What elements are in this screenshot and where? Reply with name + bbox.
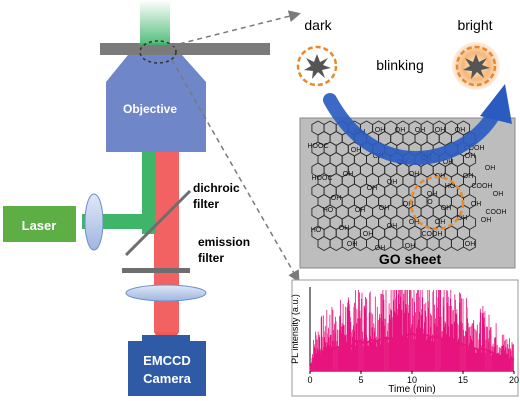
arrow-head-icon: [480, 84, 512, 124]
camera-label-2: Camera: [143, 371, 191, 386]
x-axis-label: Time (min): [388, 384, 435, 395]
functional-group-label: OH: [465, 153, 476, 160]
functional-group-label: OH: [355, 207, 366, 214]
pl-chart: 0 5 10 15 20 PL intensity (a.u.) Time (min): [290, 279, 519, 397]
functional-group-label: OH: [415, 127, 426, 134]
emission-glow: [140, 0, 170, 45]
functional-group-label: OH: [485, 165, 496, 172]
pl-trace: [309, 290, 515, 371]
dark-star-icon: [304, 54, 331, 79]
blinking-label: blinking: [376, 57, 423, 73]
functional-group-label: OH: [343, 171, 354, 178]
blinking-arrow: [323, 84, 512, 165]
laser: Laser: [3, 206, 76, 242]
y-axis-label: PL intensity (a.u.): [290, 294, 300, 364]
x-tick-label: 5: [358, 375, 363, 385]
dark-label: dark: [304, 17, 332, 33]
functional-group-label: OH: [375, 127, 386, 134]
trace-baseline: [309, 331, 515, 370]
functional-group-label: OH: [481, 217, 492, 224]
x-ticks: 0 5 10 15 20: [307, 371, 519, 385]
functional-group-label: OH: [331, 195, 342, 202]
functional-group-label: HO: [323, 207, 334, 214]
lens-vertical: [84, 193, 104, 251]
functional-group-label: OH: [403, 201, 414, 208]
functional-group-label: OH: [471, 201, 482, 208]
objective: Objective: [106, 55, 206, 152]
green-beam-vertical: [142, 152, 156, 234]
functional-group-label: OH: [339, 225, 350, 232]
emitter-site: [409, 175, 465, 231]
functional-group-label: COOH: [464, 145, 485, 152]
bright-emitter: [452, 42, 500, 90]
functional-group-label: OH: [443, 159, 454, 166]
dichroic-label-1: dichroic: [193, 181, 240, 195]
functional-group-label: OH: [409, 171, 420, 178]
objective-label: Objective: [123, 102, 177, 116]
graphene-lattice: [311, 120, 477, 252]
functional-group-label: OH: [375, 245, 386, 252]
functional-group-label: OH: [367, 185, 378, 192]
functional-group-label: OH: [463, 173, 474, 180]
functional-group-label: OH: [457, 215, 468, 222]
emission-label-2: filter: [198, 251, 224, 265]
functional-group-label: O: [427, 199, 433, 206]
functional-group-label: OH: [405, 243, 416, 250]
functional-group-label: OH: [409, 219, 420, 226]
emission-filter: [122, 268, 190, 273]
functional-group-label: OH: [441, 205, 452, 212]
functional-group-label: OH: [363, 231, 374, 238]
zoom-region: [139, 40, 177, 64]
lattice-hexagon: [463, 235, 477, 252]
zoom-arrow-top: [170, 10, 301, 47]
functional-group-label: COOH: [486, 209, 507, 216]
functional-group-label: HO: [445, 183, 456, 190]
x-tick-label: 10: [407, 375, 417, 385]
dichroic-label-2: filter: [193, 197, 219, 211]
bright-star-icon: [463, 54, 490, 79]
functional-group-label: HOOC: [312, 175, 333, 182]
functional-group-label: OH: [379, 205, 390, 212]
functional-group-label: OH: [351, 147, 362, 154]
functional-group-label: OH: [387, 179, 398, 186]
functional-group-label: OH: [387, 223, 398, 230]
emccd-camera: EMCCD Camera: [128, 335, 206, 396]
x-tick-label: 20: [509, 375, 519, 385]
go-sheet-label: GO sheet: [379, 251, 442, 267]
bright-label: bright: [457, 17, 492, 33]
functional-group-label: OH: [455, 127, 466, 134]
emission-label-1: emission: [198, 235, 250, 249]
functional-group-label: HO: [311, 227, 322, 234]
camera-label-1: EMCCD: [143, 353, 191, 368]
x-tick-label: 0: [307, 375, 312, 385]
functional-group-label: OH: [395, 127, 406, 134]
x-tick-label: 15: [458, 375, 468, 385]
functional-group-label: OH: [465, 241, 476, 248]
functional-group-label: OH: [435, 127, 446, 134]
dichroic-mirror: [124, 189, 192, 257]
functional-group-label: OH: [435, 219, 446, 226]
dark-emitter: [296, 45, 338, 87]
functional-group-label: OH: [347, 241, 358, 248]
laser-label: Laser: [22, 218, 57, 233]
red-beam: [154, 152, 179, 332]
functional-group-label: OH: [493, 191, 504, 198]
functional-group-label: COOH: [422, 231, 443, 238]
functional-group-label: OH: [427, 191, 438, 198]
functional-group-label: COOH: [472, 183, 493, 190]
functional-group-label: HOOC: [308, 143, 329, 150]
zoom-arrow-bottom: [171, 59, 300, 283]
lens-horizontal: [125, 284, 207, 302]
sample-slide: [100, 43, 270, 55]
